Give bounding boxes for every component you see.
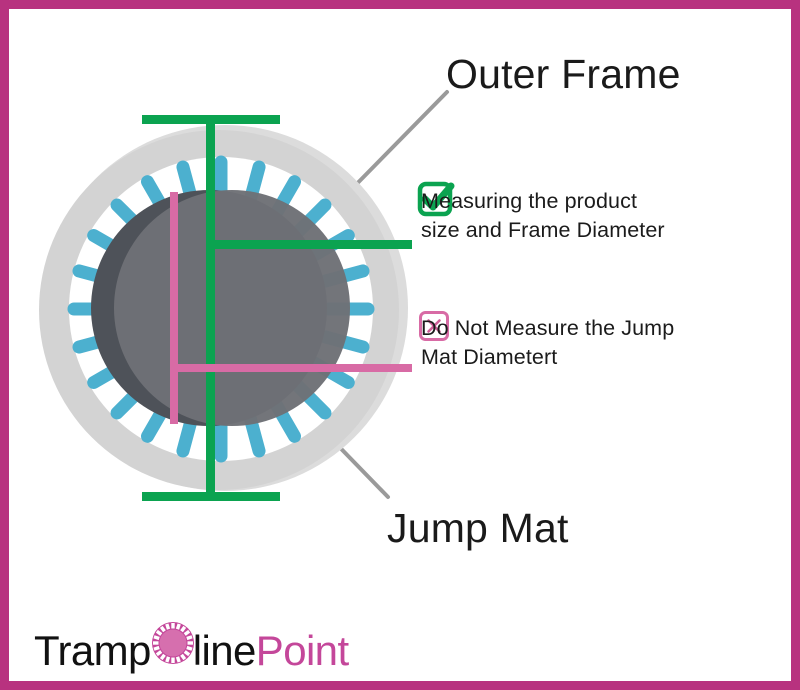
checkbox-checked-icon	[417, 181, 455, 217]
note-do-measure-text: Measuring the product size and Frame Dia…	[421, 187, 786, 244]
logo-text-point: Point	[255, 627, 349, 674]
note-do-measure-line1: Measuring the product	[421, 189, 638, 213]
jump-mat-disc	[114, 190, 350, 426]
logo-text-line: line	[192, 627, 257, 674]
note-do-measure: Measuring the product size and Frame Dia…	[421, 187, 791, 244]
mat-measure-vertical	[170, 192, 178, 424]
logo-text-tramp: Tramp	[34, 627, 151, 674]
mat-measure-pointer	[170, 364, 412, 372]
note-do-measure-line2: size and Frame Diameter	[421, 217, 665, 242]
frame-measure-pointer	[206, 240, 412, 249]
callout-label-outer-frame: Outer Frame	[446, 51, 681, 97]
close-box-icon	[419, 311, 449, 341]
trampoline-o-icon	[152, 622, 194, 664]
brand-logo: Tramp line Point	[34, 627, 349, 675]
mat-diameter-measure	[170, 192, 412, 424]
note-do-not-measure-text: Do Not Measure the Jump Mat Diametert	[421, 314, 786, 371]
frame-measure-vertical	[206, 115, 215, 501]
frame-diameter-measure	[142, 115, 412, 501]
note-do-not-measure: Do Not Measure the Jump Mat Diametert	[421, 314, 791, 371]
callout-label-jump-mat: Jump Mat	[387, 505, 569, 551]
note-do-not-measure-line2: Mat Diametert	[421, 344, 558, 369]
note-do-not-measure-line1: Do Not Measure the Jump	[421, 316, 675, 340]
